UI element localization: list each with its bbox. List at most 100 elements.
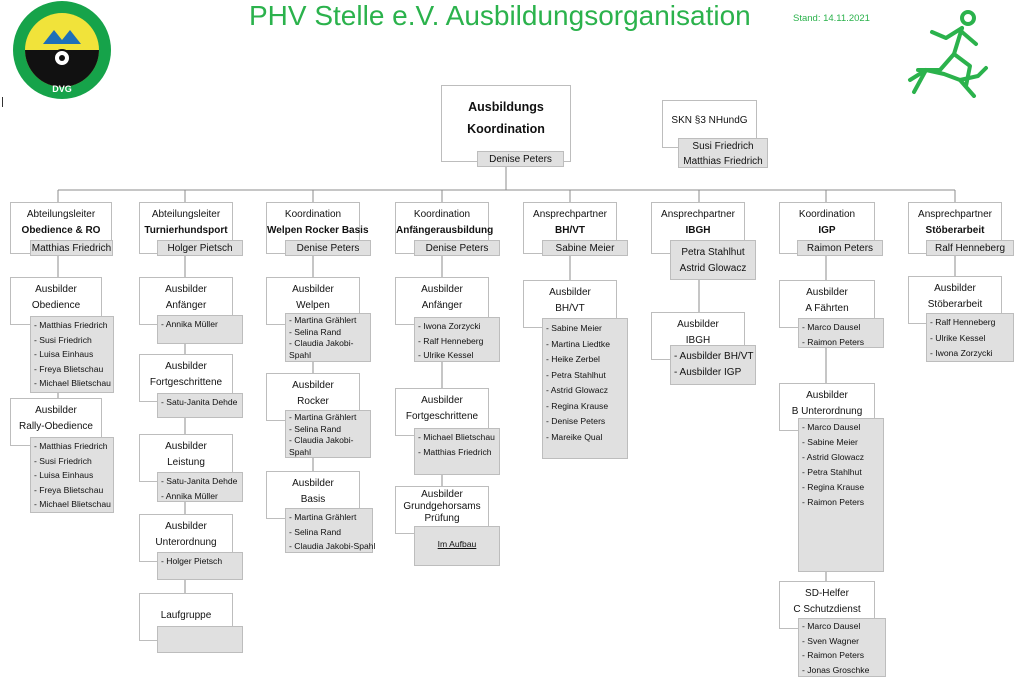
head-area: Anfängerausbildung (396, 225, 494, 236)
head-person: Petra Stahlhut (681, 247, 745, 258)
member: - Freya Blietschau (34, 363, 104, 374)
skn-person: Matthias Friedrich (683, 156, 763, 167)
member: - Regina Krause (802, 482, 865, 492)
box-line: Anfänger (421, 300, 463, 311)
skn-people: Susi Friedrich Matthias Friedrich (678, 138, 768, 168)
member: - Sven Wagner (802, 635, 859, 646)
box-line: Ausbilder (934, 283, 976, 294)
member: - Ulrike Kessel (930, 332, 986, 343)
box-line: Leistung (167, 457, 205, 468)
member: - Raimon Peters (802, 497, 865, 507)
head-area: IGP (818, 225, 836, 236)
box-line: A Fährten (805, 303, 849, 314)
member: Spahl (289, 446, 311, 457)
member: - Freya Blietschau (34, 484, 104, 495)
head-role: Abteilungsleiter (26, 209, 96, 220)
member: - Luisa Einhaus (34, 349, 94, 360)
box-line: B Unterordnung (791, 406, 863, 417)
box-line: Ausbilder (806, 390, 848, 401)
col4-head-box: Koordination Anfängerausbildung (395, 202, 494, 254)
head-person: Ralf Henneberg (926, 240, 1014, 256)
member: - Marco Dausel (802, 621, 861, 631)
box-line: Ausbilder (292, 284, 334, 295)
member: - Martina Liedtke (546, 338, 611, 349)
box-line: C Schutzdienst (793, 604, 861, 615)
member: - Matthias Friedrich (34, 441, 108, 451)
member: - Annika Müller (161, 490, 218, 501)
head-area: Welpen Rocker Basis (267, 225, 369, 236)
col6-ibgh-members: - Ausbilder BH/VT - Ausbilder IGP (670, 345, 756, 385)
col7-faehrten-members: - Marco Dausel - Raimon Peters (798, 318, 884, 348)
member: - Luisa Einhaus (34, 470, 94, 481)
box-line: Ausbilder (35, 405, 77, 416)
box-line: Welpen (296, 300, 330, 311)
col5-bhvt-members: - Sabine Meier - Martina Liedtke - Heike… (542, 318, 628, 459)
col2-fortgeschrittene-members: - Satu-Janita Dehde (157, 393, 243, 418)
box-line: Ausbilder (35, 284, 77, 295)
col4-anfaenger-members: - Iwona Zorzycki - Ralf Henneberg - Ulri… (414, 317, 500, 362)
member: - Mareike Qual (546, 431, 603, 442)
head-person: Raimon Peters (797, 240, 883, 256)
member: - Iwona Zorzycki (930, 348, 993, 358)
head-area: IBGH (685, 225, 711, 236)
head-person: Denise Peters (285, 240, 371, 256)
member: - Matthias Friedrich (34, 320, 108, 330)
box-line: Stöberarbeit (927, 299, 983, 310)
coordination-line2: Koordination (467, 122, 545, 136)
member: - Selina Rand (289, 423, 342, 434)
box-line: Ausbilder (806, 287, 848, 298)
box-line: Ausbilder (292, 478, 334, 489)
member: - Satu-Janita Dehde (161, 397, 238, 407)
member: - Ulrike Kessel (418, 350, 474, 361)
box-line: Prüfung (424, 513, 460, 524)
member: - Holger Pietsch (161, 556, 223, 566)
member: - Regina Krause (546, 400, 609, 411)
box-line: Ausbilder (165, 441, 207, 452)
col3-welpen-members: - Martina Grählert - Selina Rand - Claud… (285, 313, 371, 362)
col3-basis-box: Ausbilder Basis (266, 471, 360, 519)
box-line: Grundgehorsams (403, 501, 481, 512)
member: - Martina Grählert (289, 412, 357, 422)
member: - Ausbilder IGP (674, 367, 742, 378)
col1-obedience-members: - Matthias Friedrich - Susi Friedrich - … (30, 316, 114, 393)
member: - Marco Dausel (802, 322, 861, 332)
member: - Petra Stahlhut (802, 467, 862, 477)
member: - Astrid Glowacz (546, 385, 609, 395)
head-role: Koordination (413, 209, 471, 220)
stand-date: Stand: 14.11.2021 (793, 13, 870, 24)
member: - Raimon Peters (802, 650, 865, 660)
member: - Petra Stahlhut (546, 369, 606, 380)
member: - Susi Friedrich (34, 334, 92, 345)
box-line: Laufgruppe (160, 610, 212, 621)
member: - Matthias Friedrich (418, 446, 492, 457)
box-line: Rally-Obedience (19, 421, 93, 432)
box-line: Fortgeschrittene (149, 377, 223, 388)
member: Spahl (289, 349, 311, 360)
svg-text:DVG: DVG (52, 84, 72, 94)
member: - Susi Friedrich (34, 455, 92, 466)
member: - Ralf Henneberg (418, 335, 484, 346)
head-person: Sabine Meier (542, 240, 628, 256)
box-line: Ausbilder (165, 521, 207, 532)
col1-rally-members: - Matthias Friedrich - Susi Friedrich - … (30, 437, 114, 513)
box-line: Ausbilder (421, 284, 463, 295)
box-line: Obedience (31, 300, 81, 311)
box-line: Anfänger (165, 300, 207, 311)
head-role: Koordination (284, 209, 342, 220)
member: - Astrid Glowacz (802, 452, 865, 462)
head-role: Ansprechpartner (918, 209, 992, 220)
member: - Ausbilder BH/VT (674, 351, 754, 362)
col2-laufgruppe-members (157, 626, 243, 653)
member: - Martina Grählert (289, 315, 357, 325)
member: - Sabine Meier (802, 437, 858, 447)
member: - Annika Müller (161, 319, 218, 329)
club-logo: DVG (10, 0, 114, 100)
member: - Martina Grählert (289, 512, 357, 522)
member: - Satu-Janita Dehde (161, 476, 238, 486)
col2-unterordnung-members: - Holger Pietsch (157, 552, 243, 580)
head-person: Astrid Glowacz (679, 263, 747, 274)
box-line: Ausbilder (292, 380, 334, 391)
col3-basis-members: - Martina Grählert - Selina Rand - Claud… (285, 508, 375, 553)
head-person: Matthias Friedrich (30, 240, 113, 256)
box-line: Ausbilder (165, 361, 207, 372)
